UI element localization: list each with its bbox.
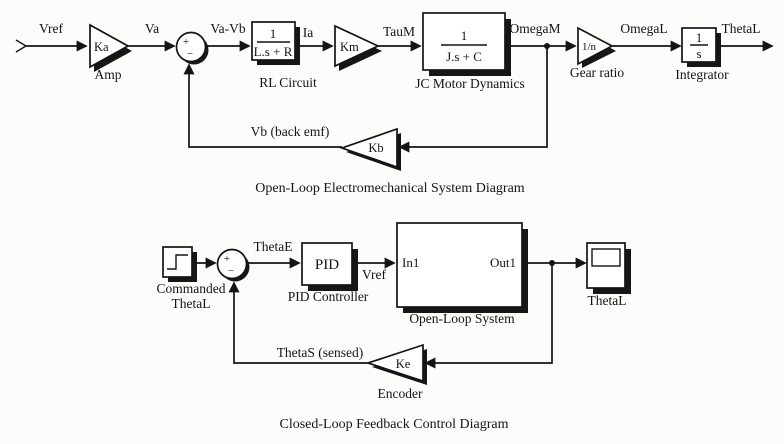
step-label-line2: ThetaL bbox=[172, 296, 211, 311]
sum2-minus-sign: − bbox=[228, 265, 234, 277]
signal-label-thetae: ThetaE bbox=[254, 239, 293, 254]
scope-screen-icon bbox=[591, 248, 621, 267]
gear-label: Gear ratio bbox=[570, 65, 625, 80]
closed-loop-caption: Closed-Loop Feedback Control Diagram bbox=[279, 417, 508, 432]
rl-block bbox=[251, 21, 296, 61]
openloop-block bbox=[396, 222, 523, 308]
jc-numerator: 1 bbox=[461, 28, 468, 43]
jc-denominator: J.s + C bbox=[446, 49, 482, 64]
open-loop-caption: Open-Loop Electromechanical System Diagr… bbox=[255, 181, 525, 196]
signal-label-vref2: Vref bbox=[362, 267, 386, 282]
signal-label-taum: TauM bbox=[383, 24, 415, 39]
openloop-out-port: Out1 bbox=[490, 255, 516, 270]
feedback-wire-to-ke bbox=[424, 263, 553, 369]
openloop-in-port: In1 bbox=[402, 255, 419, 270]
rl-numerator: 1 bbox=[270, 26, 277, 41]
gear-gain-triangle bbox=[577, 26, 614, 66]
signal-label-vref: Vref bbox=[39, 21, 63, 36]
sum1-minus-sign: − bbox=[187, 48, 193, 60]
feedback-wire-to-sum2 bbox=[228, 281, 368, 364]
step-label-line1: Commanded bbox=[157, 281, 226, 296]
encoder-label: Encoder bbox=[378, 386, 423, 401]
sum1-junction bbox=[175, 31, 207, 63]
pid-text: PID bbox=[315, 257, 339, 273]
ke-gain-triangle bbox=[365, 343, 424, 383]
closed-loop-diagram: Commanded ThetaL + − ThetaE PID PID Cont… bbox=[157, 222, 631, 432]
signal-label-thetal: ThetaL bbox=[722, 21, 761, 36]
km-gain-value: Km bbox=[340, 40, 359, 54]
gear-gain-value: 1/n bbox=[582, 41, 597, 53]
integrator-numerator: 1 bbox=[696, 30, 703, 45]
rl-label: RL Circuit bbox=[259, 75, 317, 90]
openloop-label: Open-Loop System bbox=[409, 311, 515, 326]
signal-label-omegal: OmegaL bbox=[620, 21, 667, 36]
sum1-plus-sign: + bbox=[183, 36, 189, 48]
pid-block bbox=[301, 242, 353, 286]
open-loop-diagram: Vref Ka Amp Va + − Va-Vb 1 L.s + R RL Ci… bbox=[15, 12, 774, 196]
pid-label: PID Controller bbox=[288, 289, 369, 304]
input-port-icon bbox=[15, 39, 28, 53]
rl-denominator: L.s + R bbox=[254, 44, 293, 59]
ke-gain-value: Ke bbox=[396, 357, 411, 371]
signal-label-thetas: ThetaS (sensed) bbox=[277, 345, 364, 360]
amp-gain-value: Ka bbox=[94, 40, 109, 54]
kb-gain-value: Kb bbox=[368, 141, 383, 155]
feedback-wire-to-kb bbox=[398, 46, 548, 153]
amp-label: Amp bbox=[95, 67, 122, 82]
step-block bbox=[162, 246, 193, 278]
integrator-denominator: s bbox=[696, 46, 701, 61]
amp-gain-triangle bbox=[89, 23, 130, 69]
sum2-junction bbox=[216, 248, 248, 280]
kb-gain-triangle bbox=[339, 127, 398, 169]
signal-label-vb: Vb (back emf) bbox=[251, 124, 330, 139]
signal-label-omegam: OmegaM bbox=[510, 21, 561, 36]
signal-label-va-vb: Va-Vb bbox=[210, 21, 245, 36]
sum2-plus-sign: + bbox=[224, 253, 230, 265]
feedback-wire-to-sum1 bbox=[183, 63, 342, 148]
km-gain-triangle bbox=[334, 24, 381, 68]
scope-label: ThetaL bbox=[588, 293, 627, 308]
integrator-label: Integrator bbox=[675, 67, 729, 82]
jc-block bbox=[422, 12, 506, 71]
signal-label-va: Va bbox=[145, 21, 159, 36]
step-waveform-icon bbox=[167, 254, 188, 270]
signal-label-ia: Ia bbox=[303, 25, 314, 40]
jc-label: JC Motor Dynamics bbox=[415, 76, 525, 91]
